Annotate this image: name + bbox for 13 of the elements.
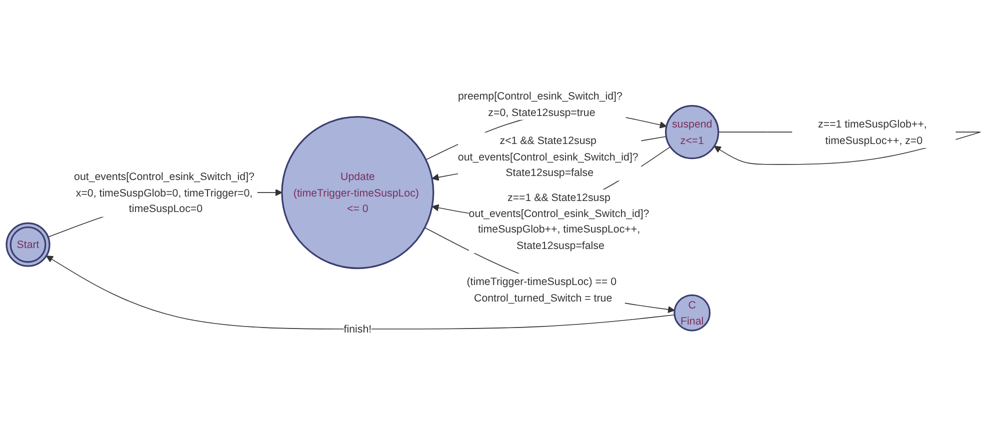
arrow — [424, 227, 675, 314]
edge-label: finish! — [344, 322, 372, 335]
edge-label: preemp[Control_esink_Switch_id]? z=0, State12susp=true — [458, 90, 622, 118]
edge-label: (timeTrigger-timeSuspLoc) == 0 Control_turned_Switch = true — [466, 275, 617, 304]
node-circle: suspend z<=1 — [665, 105, 720, 160]
edge-label: out_events[Control_esink_Switch_id]? x=0, timeSuspGlob=0, timeTrigger=0, timeSuspLoc=0 — [74, 170, 254, 214]
edge-label: z==1 timeSuspGlob++, timeSuspLoc++, z=0 — [818, 118, 927, 146]
node-circle: Update (timeTrigger-timeSuspLoc) <= 0 — [281, 116, 434, 270]
edge-label: z<1 && State12susp out_events[Control_esink_Switch_id]? State12susp=false — [458, 134, 638, 178]
edge-label: z==1 && State12susp out_events[Control_esink_Switch_id]? timeSuspGlob++, timeSuspLoc++, State12susp=false — [468, 191, 650, 252]
node-circle: C Final — [674, 294, 711, 332]
node-circle: Start — [6, 222, 50, 267]
arrow — [46, 256, 675, 330]
